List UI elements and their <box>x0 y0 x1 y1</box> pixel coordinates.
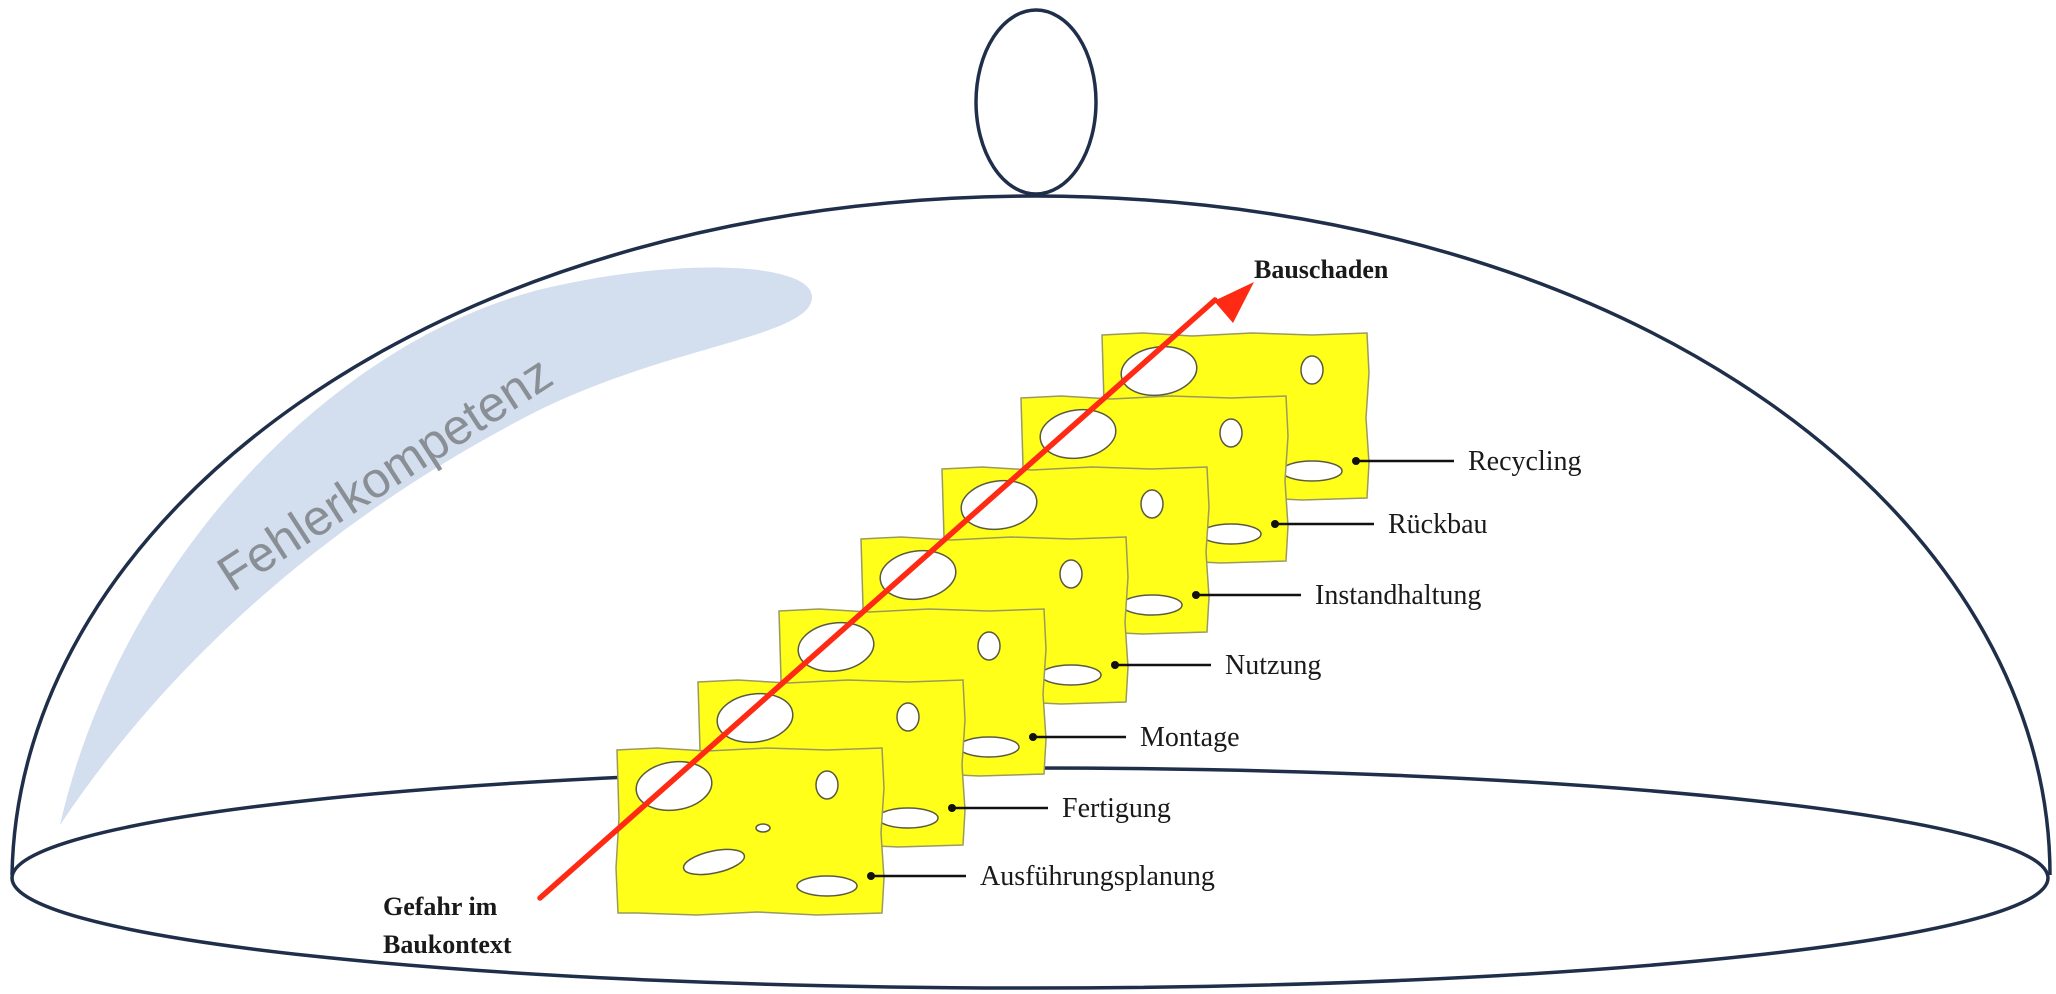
phase-label: Rückbau <box>1388 509 1488 540</box>
hazard-arrow-line <box>537 297 1218 901</box>
dome-handle <box>974 8 1098 196</box>
phase-label: Fertigung <box>1062 793 1171 824</box>
dome-highlight <box>60 267 813 826</box>
cheese-slices <box>615 332 1370 916</box>
arrow-start-label-line1: Gefahr im <box>383 892 498 921</box>
cheese-hole <box>755 823 771 833</box>
phase-label: Nutzung <box>1225 650 1321 681</box>
cheese-hole <box>716 692 794 744</box>
cheese-hole <box>1059 559 1083 589</box>
cheese-hole <box>958 736 1020 758</box>
cheese-hole <box>960 479 1038 531</box>
hazard-arrow <box>537 282 1254 901</box>
dome-outline <box>10 194 2052 876</box>
cheese-hole <box>1039 408 1117 460</box>
cheese-hole <box>877 807 939 829</box>
cheese-hole <box>815 770 839 800</box>
phase-label: Instandhaltung <box>1315 580 1481 611</box>
phase-labels: Ausführungsplanung Fertigung Montage Nutzun… <box>867 446 1582 892</box>
cheese-hole <box>796 875 858 897</box>
cheese-hole <box>1120 345 1198 397</box>
cheese-slice <box>615 747 885 916</box>
cheese-hole <box>1140 489 1164 519</box>
cheese-hole <box>682 848 746 876</box>
cheese-hole <box>1281 460 1343 482</box>
phase-label: Recycling <box>1468 446 1582 477</box>
cheese-hole <box>1200 523 1262 545</box>
hazard-arrow-head <box>1214 282 1254 323</box>
arrow-start-label-line2: Baukontext <box>383 930 512 959</box>
cheese-hole <box>896 702 920 732</box>
arrow-end-label: Bauschaden <box>1254 255 1389 284</box>
cheese-hole <box>879 549 957 601</box>
cheese-hole <box>1121 594 1183 616</box>
cheese-hole <box>977 631 1001 661</box>
phase-label: Ausführungsplanung <box>980 861 1215 892</box>
cheese-hole <box>1300 355 1324 385</box>
cheese-hole <box>1219 418 1243 448</box>
cheese-hole <box>1040 664 1102 686</box>
phase-label: Montage <box>1140 722 1240 753</box>
cheese-hole <box>797 621 875 673</box>
